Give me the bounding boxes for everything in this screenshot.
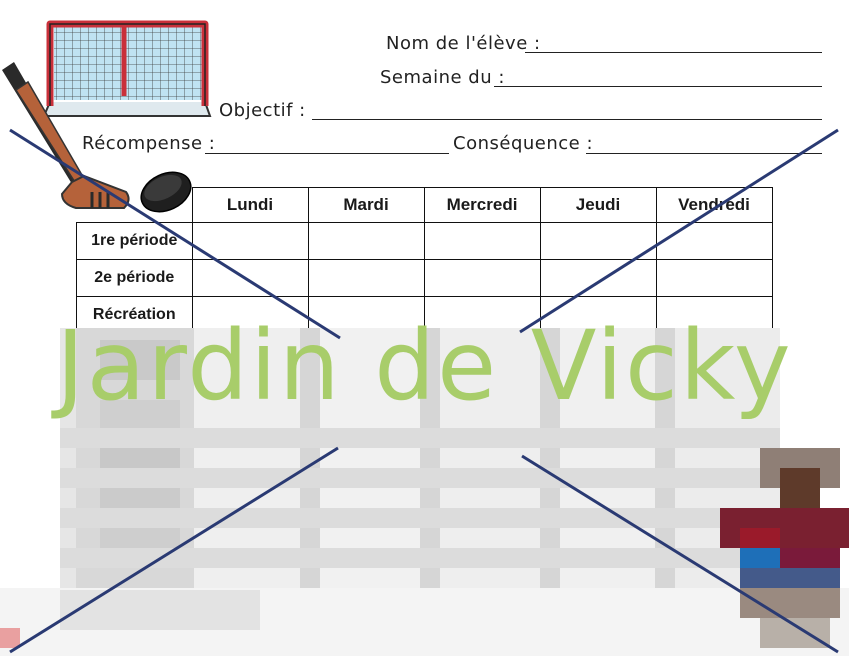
cross-line — [521, 454, 839, 654]
objective-field[interactable] — [312, 119, 822, 120]
hockey-net-icon — [42, 20, 212, 117]
table-cell[interactable] — [655, 296, 773, 334]
table-row: Récréation — [76, 296, 773, 334]
table-cell[interactable] — [423, 259, 541, 297]
row-label: 2e période — [76, 259, 193, 297]
hockey-puck-icon — [140, 171, 192, 213]
table-row: 1re période — [76, 222, 773, 260]
column-header: Mardi — [307, 187, 425, 223]
hockey-stick-icon — [2, 62, 130, 209]
consequence-field[interactable] — [586, 153, 822, 154]
consequence-label: Conséquence : — [453, 133, 594, 154]
week-label: Semaine du : — [380, 67, 505, 88]
table-cell[interactable] — [539, 296, 657, 334]
table-cell[interactable] — [423, 222, 541, 260]
student-name-field[interactable] — [525, 52, 822, 53]
cross-line — [9, 128, 341, 340]
table-cell[interactable] — [423, 296, 541, 334]
row-label: 1re période — [76, 222, 193, 260]
column-header: Lundi — [191, 187, 309, 223]
table-row: 2e période — [76, 259, 773, 297]
reward-label: Récompense : — [82, 133, 216, 154]
row-label: Récréation — [76, 296, 193, 334]
cross-line — [9, 446, 339, 654]
table-cell[interactable] — [307, 222, 425, 260]
objective-label: Objectif : — [219, 100, 306, 121]
column-header: Jeudi — [539, 187, 657, 223]
reward-field[interactable] — [205, 153, 449, 154]
table-cell[interactable] — [191, 222, 309, 260]
student-name-label: Nom de l'élève : — [386, 33, 541, 54]
table-cell[interactable] — [655, 259, 773, 297]
table-cell[interactable] — [307, 296, 425, 334]
behavior-table: Lundi Mardi Mercredi Jeudi Vendredi 1re … — [76, 187, 773, 334]
watermark-text: Jardin de Vicky — [56, 310, 793, 422]
week-field[interactable] — [494, 86, 822, 87]
cross-line — [519, 128, 839, 334]
table-header-row: Lundi Mardi Mercredi Jeudi Vendredi — [77, 187, 773, 223]
